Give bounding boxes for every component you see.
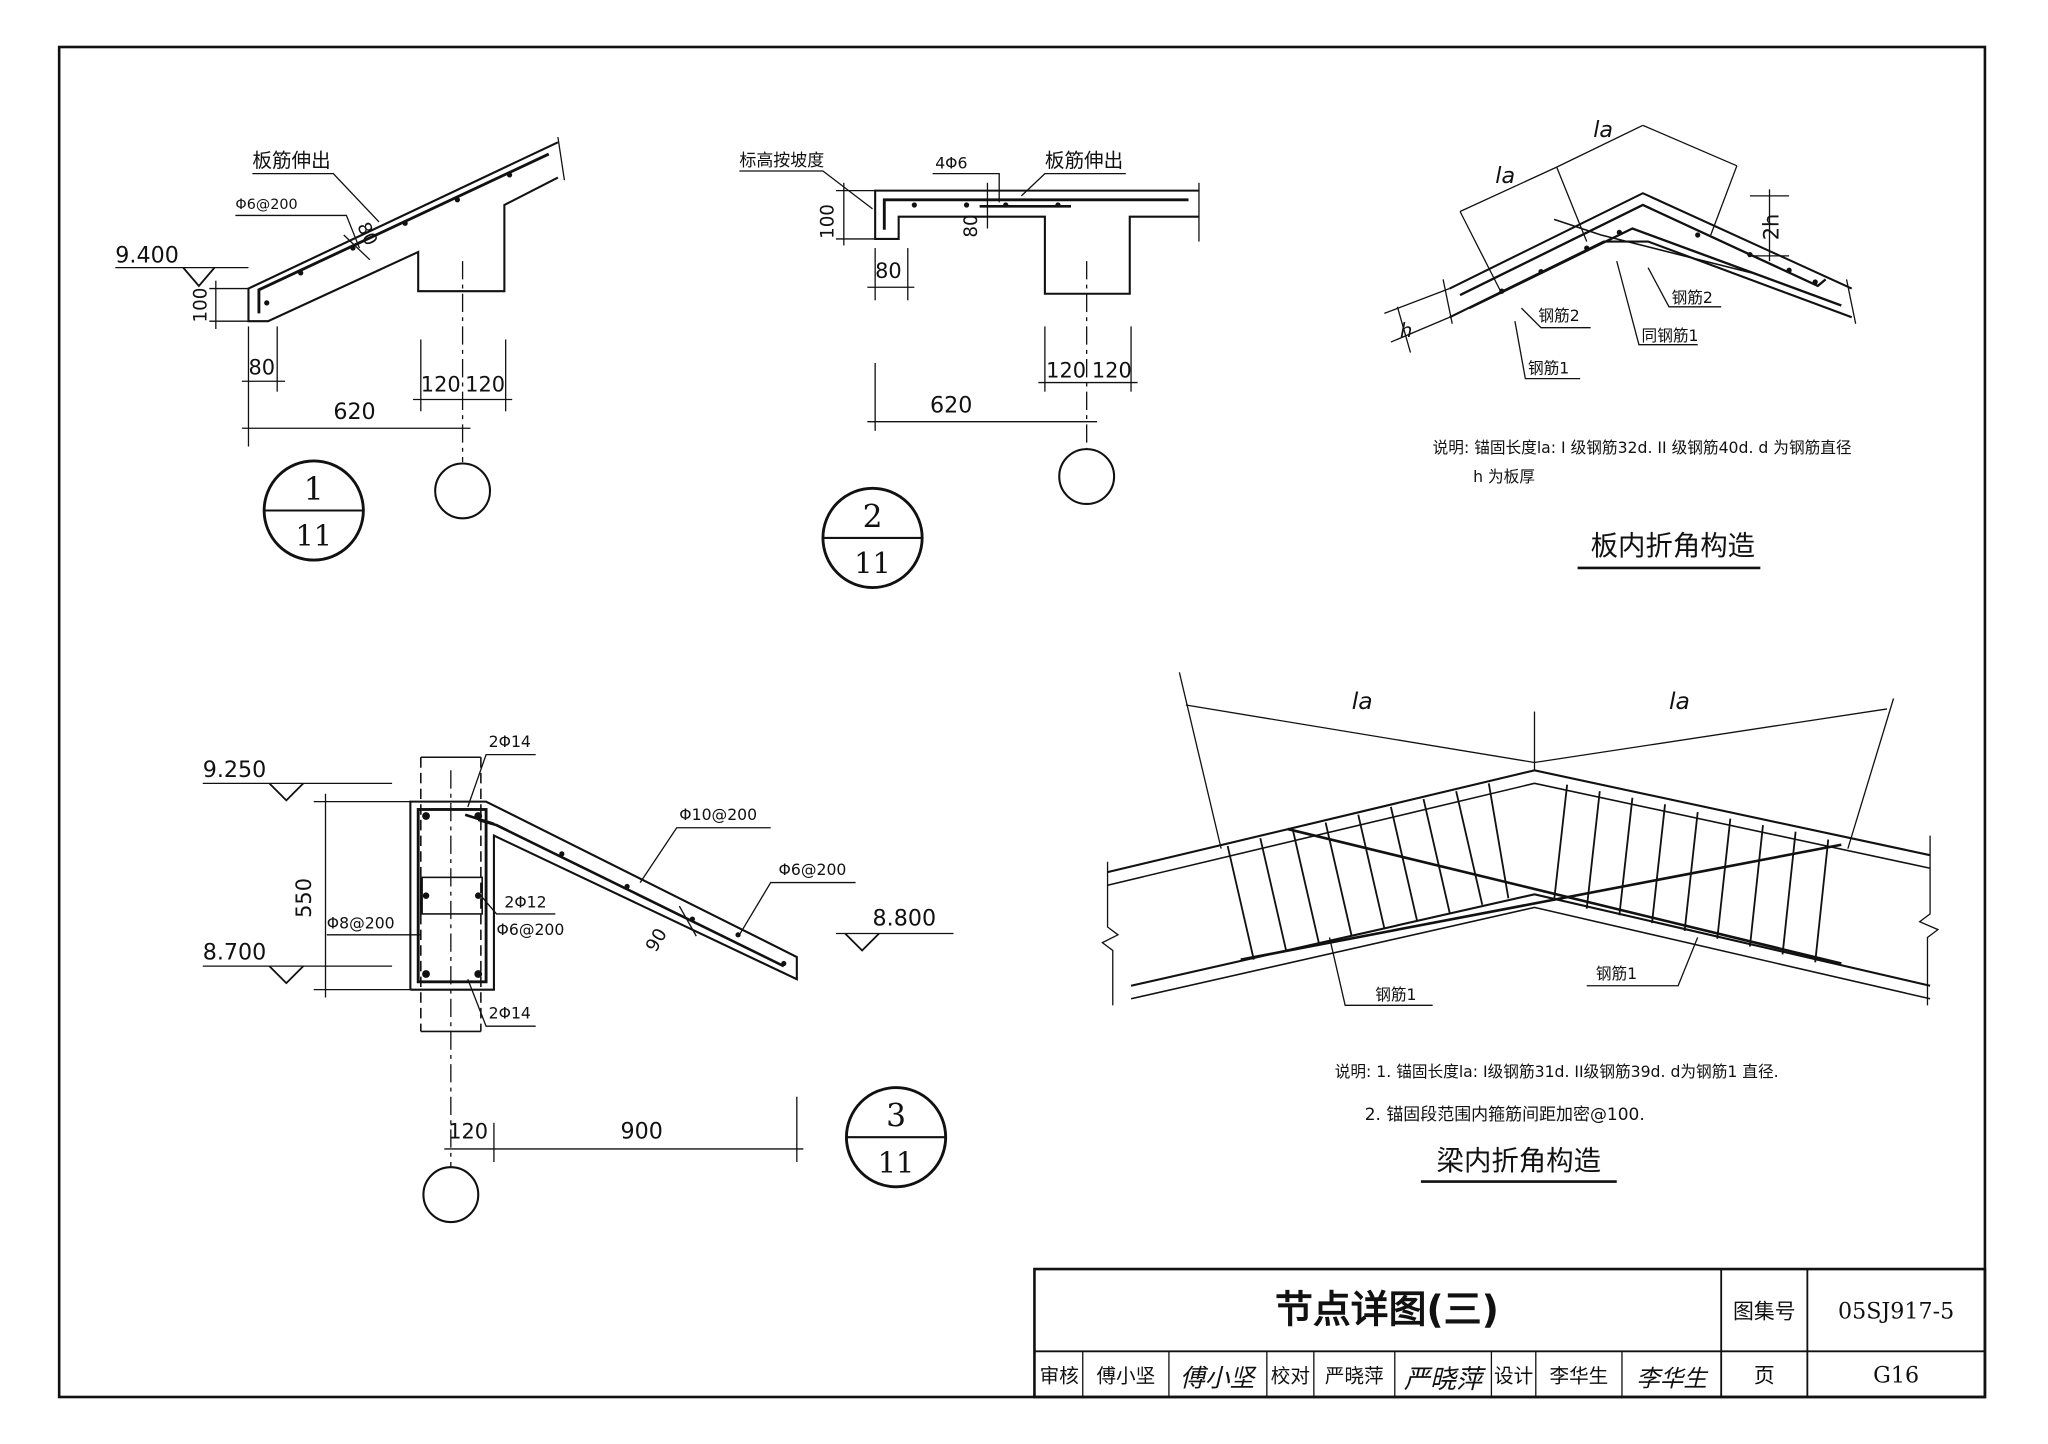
slab-fold-rebar1-same: 同钢筋1 <box>1642 326 1699 345</box>
detail2-wall-right-dim: 120 <box>1092 358 1132 382</box>
detail1-slab-outline <box>247 141 559 323</box>
detail1-rebar-spec: Φ6@200 <box>235 197 297 213</box>
detail3-height-dim: 550 <box>292 878 316 918</box>
detail3-elev-top: 9.250 <box>203 757 267 783</box>
slab-fold-top-surface <box>1449 192 1853 290</box>
detail-3 <box>202 753 954 1224</box>
detail2-rebar-extend-label: 板筋伸出 <box>1045 149 1123 172</box>
detail-2 <box>739 170 1200 589</box>
detail1-axis-bubble <box>434 462 492 520</box>
detail2-thickness-dim: 80 <box>961 214 982 237</box>
detail1-rebar-extend-label: 板筋伸出 <box>252 149 330 172</box>
beam-fold-la-left: la <box>1352 687 1373 715</box>
slab-fold-2h-dim: 2h <box>1760 214 1784 241</box>
beam-fold-note-line1: 说明: 1. 锚固长度la: I级钢筋31d. II级钢筋39d. d为钢筋1 … <box>1335 1062 1779 1081</box>
detail-3-text: 9.250 8.700 8.800 550 2Φ14 2Φ14 2Φ12 Φ8@… <box>203 732 936 1180</box>
detail1-index-number: 1 <box>304 472 324 508</box>
detail1-elevation: 9.400 <box>115 242 179 268</box>
beam-fold-rebar1-right: 钢筋1 <box>1596 964 1637 983</box>
detail1-rebar <box>257 152 550 314</box>
design-label: 设计 <box>1494 1365 1533 1388</box>
detail-1-text: 板筋伸出 Φ6@200 80 9.400 100 80 620 120 120 … <box>115 149 505 553</box>
atlas-number: 05SJ917-5 <box>1838 1299 1954 1325</box>
slab-fold-rebar2-right: 钢筋2 <box>1672 288 1713 307</box>
detail3-elev-bottom: 8.700 <box>203 940 267 966</box>
beam-fold-detail <box>1101 672 1940 1183</box>
detail-2-text: 标高按坡度 4Φ6 板筋伸出 100 80 80 620 120 120 2 1… <box>739 149 1131 580</box>
detail2-top-rebar: 4Φ6 <box>935 153 967 172</box>
detail2-edge-width-dim: 80 <box>875 259 902 283</box>
detail3-span-dim: 900 <box>621 1118 663 1144</box>
title-block-text: 节点详图(三) 图集号 05SJ917-5 审核 傅小坚 傅小坚 校对 严晓萍 … <box>1040 1288 1955 1395</box>
detail3-index-number: 3 <box>886 1099 906 1135</box>
review-name: 傅小坚 <box>1096 1365 1155 1388</box>
slab-fold-title: 板内折角构造 <box>1591 531 1755 562</box>
beam-fold-title: 梁内折角构造 <box>1437 1146 1601 1177</box>
drawing-title: 节点详图(三) <box>1275 1288 1499 1332</box>
slab-fold-la-right: la <box>1593 117 1613 143</box>
detail2-index-number: 2 <box>863 499 883 535</box>
detail1-wall-right-dim: 120 <box>465 373 505 397</box>
detail2-slab-outline <box>874 189 1199 295</box>
check-label: 校对 <box>1271 1365 1310 1388</box>
detail3-slab-main: Φ10@200 <box>679 805 757 824</box>
detail3-rebar-top: 2Φ14 <box>489 732 531 751</box>
detail-1 <box>115 136 566 562</box>
slab-fold-h-dim: h <box>1400 319 1412 342</box>
detail3-rebar-bottom: 2Φ14 <box>489 1003 531 1022</box>
page-number: G16 <box>1873 1363 1919 1389</box>
atlas-label: 图集号 <box>1733 1300 1796 1324</box>
detail3-index-sheet: 11 <box>878 1145 915 1179</box>
slab-fold-note-line2: h 为板厚 <box>1473 467 1535 486</box>
beam-fold-note-line2: 2. 锚固段范围内箍筋间距加密@100. <box>1365 1105 1645 1125</box>
detail2-elevation-slope-label: 标高按坡度 <box>739 151 824 171</box>
page-label: 页 <box>1754 1364 1775 1388</box>
slab-fold-text: la la 2h h 钢筋2 钢筋2 同钢筋1 钢筋1 说明: 锚固长度la: … <box>1400 117 1852 562</box>
detail3-stirrup-spec: Φ8@200 <box>327 913 395 932</box>
slab-fold-rebar1: 钢筋1 <box>1528 358 1569 377</box>
beam-fold-text: la la 钢筋1 钢筋1 说明: 1. 锚固长度la: I级钢筋31d. II… <box>1335 687 1779 1177</box>
detail3-axis-bubble <box>422 1166 480 1224</box>
detail2-axis-bubble <box>1058 448 1116 506</box>
check-signature: 严晓萍 <box>1404 1365 1486 1395</box>
detail3-wall-dim: 120 <box>448 1119 488 1143</box>
design-signature: 李华生 <box>1636 1365 1708 1393</box>
detail1-edge-width-dim: 80 <box>248 356 275 380</box>
slab-fold-detail <box>1384 124 1857 570</box>
detail2-rebar <box>882 198 1189 230</box>
detail3-elev-right: 8.800 <box>873 906 937 932</box>
detail1-edge-height-dim: 100 <box>191 288 212 323</box>
review-signature: 傅小坚 <box>1180 1364 1257 1393</box>
design-name: 李华生 <box>1550 1365 1609 1388</box>
detail1-index-sheet: 11 <box>295 519 332 553</box>
detail3-slab-web: Φ6@200 <box>497 920 565 939</box>
detail3-beam-slab-outline <box>409 800 798 991</box>
title-block <box>1033 1267 1987 1399</box>
slab-fold-note-line1: 说明: 锚固长度la: I 级钢筋32d. II 级钢筋40d. d 为钢筋直径 <box>1433 438 1852 457</box>
detail2-edge-height-dim: 100 <box>817 204 838 239</box>
detail3-stirrup <box>416 808 488 984</box>
detail1-span-dim: 620 <box>333 399 375 425</box>
beam-fold-la-right: la <box>1669 687 1690 715</box>
detail2-wall-left-dim: 120 <box>1046 358 1086 382</box>
detail2-span-dim: 620 <box>930 393 972 419</box>
review-label: 审核 <box>1040 1365 1079 1388</box>
slab-fold-la-left: la <box>1495 163 1515 189</box>
detail3-slab-dist: Φ6@200 <box>779 860 847 879</box>
check-name: 严晓萍 <box>1325 1365 1384 1388</box>
detail2-index-sheet: 11 <box>854 546 891 580</box>
detail3-rebar-mid: 2Φ12 <box>504 892 546 911</box>
detail3-thickness-dim: 90 <box>642 925 672 956</box>
sheet-border <box>57 45 1987 1399</box>
beam-fold-rebar1-left: 钢筋1 <box>1375 985 1416 1004</box>
slab-fold-rebar2-left: 钢筋2 <box>1538 306 1579 325</box>
slab-fold-bottom-surface <box>1449 240 1853 319</box>
detail1-wall-left-dim: 120 <box>421 373 461 397</box>
